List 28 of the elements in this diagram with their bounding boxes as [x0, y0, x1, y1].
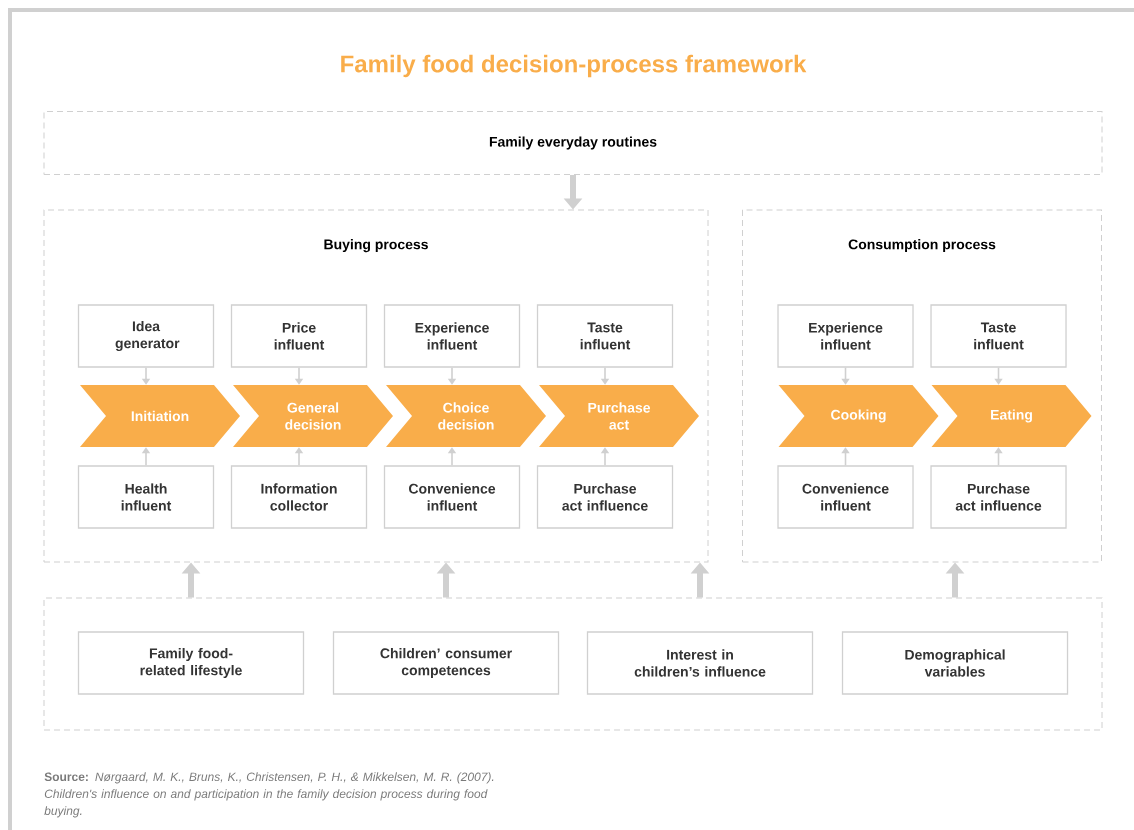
role-box: Experience influent [777, 304, 914, 368]
role-box: Family food-related lifestyle [77, 631, 305, 695]
role-box: Health influent [77, 465, 215, 529]
role-box: Purchase act influence [536, 465, 674, 529]
chevron-step: Initiation [80, 385, 240, 447]
arrow [841, 447, 850, 467]
role-box: Taste influent [930, 304, 1067, 368]
role-box: Price influent [230, 304, 368, 368]
chevron-step: Choice decision [386, 385, 546, 447]
dashed-group-box [43, 597, 1103, 731]
role-box: Convenience influent [777, 465, 914, 529]
role-box: Taste influent [536, 304, 674, 368]
chevron-step: Eating [931, 385, 1092, 447]
arrow [994, 447, 1003, 467]
title: Family food decision-process framework [341, 54, 807, 78]
dashed-group-box: Family everyday routines [43, 111, 1103, 175]
chevron-step: General decision [233, 385, 393, 447]
role-box: Purchase act influence [930, 465, 1067, 529]
source-note: Source: Nørgaard, M. K., Bruns, K., Christensen, P. H., & Mikkelsen, M. R. (2007). Children's influence on and participation in the family decision process during food buying. [44, 772, 494, 818]
role-box: Interest in children’s influence [586, 631, 814, 695]
role-box: Information collector [230, 465, 368, 529]
role-box: Experience influent [383, 304, 521, 368]
role-box: Demographical variables [841, 631, 1069, 695]
chevron-step: Purchase act [539, 385, 699, 447]
role-box: Children’ consumer competences [332, 631, 560, 695]
chevron-step: Cooking [778, 385, 939, 447]
role-box: Convenience influent [383, 465, 521, 529]
role-box: Idea generator [77, 304, 215, 368]
